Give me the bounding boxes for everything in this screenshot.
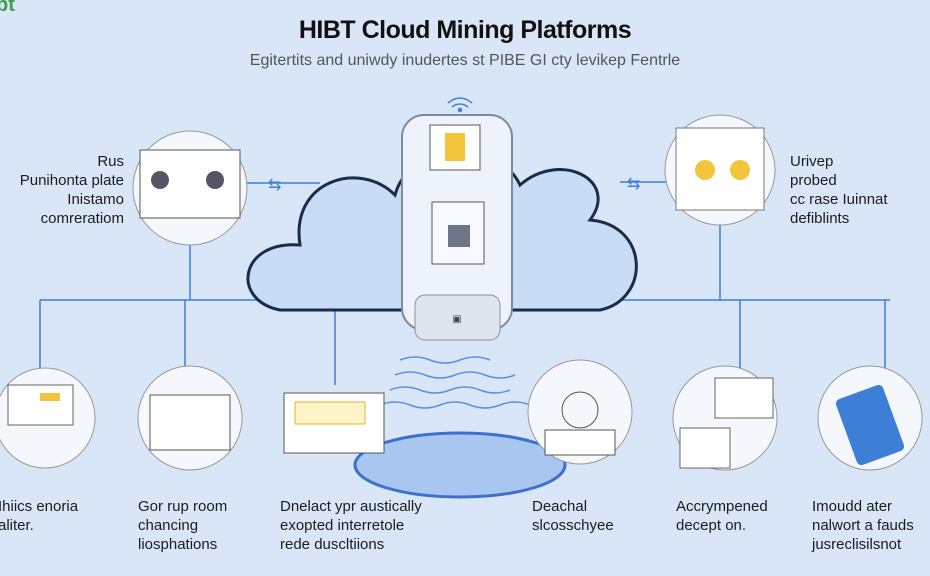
label-line: jusreclisilsnot	[812, 536, 902, 553]
label-line: Rus	[97, 153, 124, 170]
label-line: chancing	[138, 517, 199, 534]
label-line: probed	[790, 172, 837, 189]
label-line: Urivep	[790, 153, 834, 170]
label-line: Deachal	[532, 498, 588, 515]
label-line: defiblints	[790, 210, 850, 227]
bottom-label-4: Deachal slcosschyee	[532, 497, 614, 535]
bottom-label-2: Gor rup room chancing liosphations	[138, 497, 227, 554]
right-feature-label: Urivep probed cc rase Iuinnat defiblints	[790, 152, 888, 228]
label-line: Punihonta plate	[19, 172, 124, 189]
page-subtitle: Egitertits and uniwdy inudertes st PIBE …	[249, 52, 681, 69]
data-stream-lines	[379, 356, 531, 409]
label-line: slcosschyee	[532, 517, 614, 534]
right-feature-icon	[664, 114, 776, 226]
label-line: Gor rup room	[138, 498, 228, 515]
label-line: nalwort a fauds	[812, 517, 914, 534]
label-line: liosphations	[138, 536, 218, 553]
left-feature-label: Rus Punihonta plate Inistamo comreratiom	[20, 152, 124, 228]
label-line: exopted interretole	[280, 517, 405, 534]
bottom-label-5: Accrympened decept on.	[676, 497, 768, 535]
label-line: decept on.	[676, 517, 747, 534]
logo: bt	[0, 0, 15, 16]
sync-icon: ⇆	[268, 177, 281, 194]
label-line: Imoudd ater	[812, 498, 893, 515]
left-feature-icon	[132, 130, 248, 246]
label-line: Accrympened	[676, 498, 768, 515]
platform-disc	[353, 431, 567, 499]
label-line: Ihiics enoria	[0, 498, 79, 515]
bottom-label-3: Dnelact ypr austically exopted interreto…	[280, 497, 422, 554]
label-line: Inistamo	[67, 191, 124, 208]
sync-icon: ⇆	[627, 176, 640, 193]
wifi-icon	[447, 97, 473, 113]
svg-text:▣: ▣	[452, 314, 461, 325]
bottom-label-1: Ihiics enoria aliter.	[0, 497, 78, 535]
bottom-label-6: Imoudd ater nalwort a fauds jusreclisils…	[812, 497, 914, 554]
label-line: rede duscltiions	[280, 536, 385, 553]
label-line: comreratiom	[40, 210, 124, 227]
page-title: HIBT Cloud Mining Platforms	[298, 16, 632, 44]
label-line: Dnelact ypr austically	[280, 498, 422, 515]
server-tower-icon: ▣	[401, 114, 513, 341]
label-line: aliter.	[0, 517, 34, 534]
label-line: cc rase Iuinnat	[790, 191, 888, 208]
